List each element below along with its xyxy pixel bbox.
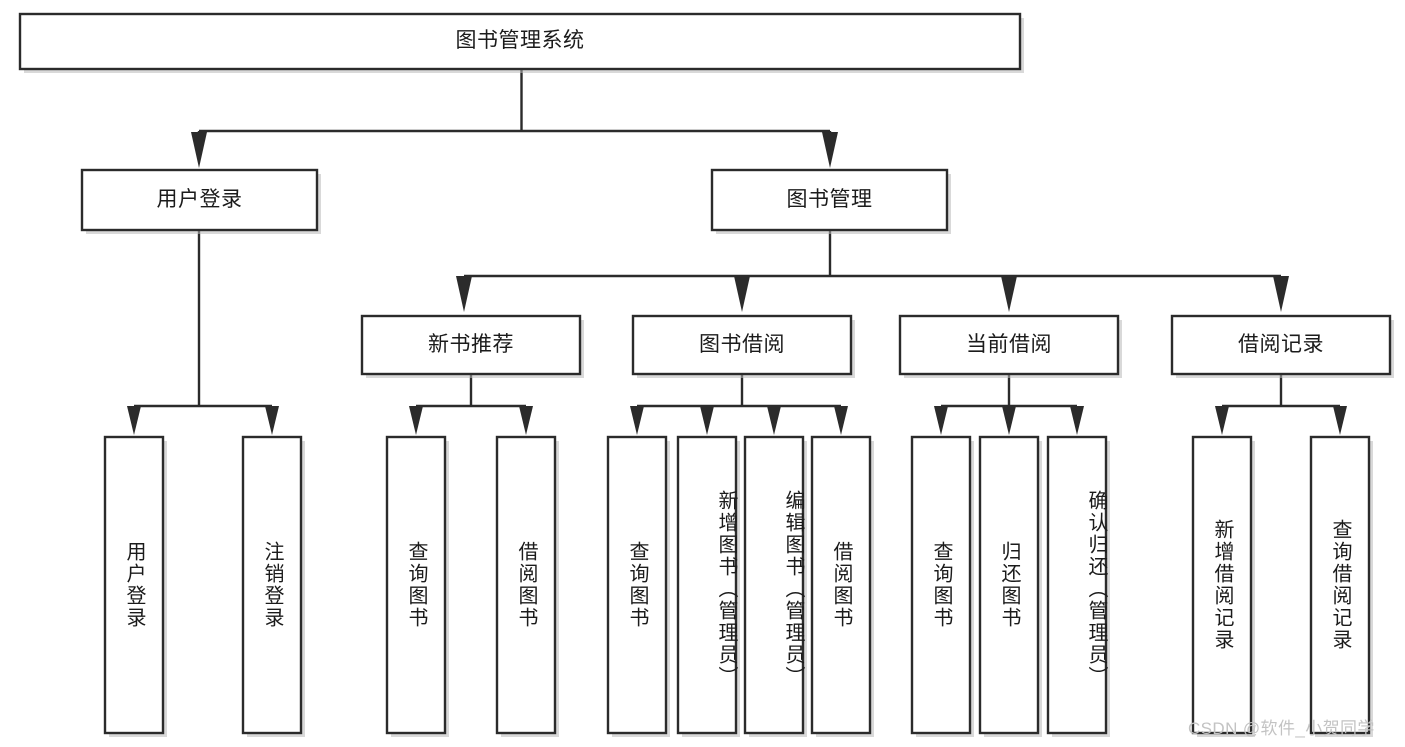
arrow-borrow-record-2-icon [1333,406,1347,435]
arrow-user-login-2-icon [265,406,279,435]
connector-group-root [191,69,838,168]
connector-group-book-borrow [630,375,848,435]
connector-group-current-borrow [934,375,1084,435]
leaf-edit-book-box[interactable] [743,435,805,735]
arrow-current-borrow-3-icon [1070,406,1084,435]
borrow-record-box[interactable] [1170,314,1392,376]
new-book-recommend-box[interactable] [360,314,582,376]
leaf-user-login-box[interactable] [103,435,165,735]
current-borrow-box[interactable] [898,314,1120,376]
user-login-box[interactable] [80,168,319,232]
arrow-current-borrow-1-icon [934,406,948,435]
connector-group-borrow-record [1215,375,1347,435]
leaf-add-record-box[interactable] [1191,435,1253,735]
connector-group-user-login [127,231,279,435]
arrow-borrow-record-1-icon [1215,406,1229,435]
leaf-borrow-book-2-box[interactable] [810,435,872,735]
leaf-borrow-book-1-box[interactable] [495,435,557,735]
arrow-bm-to-book-borrow-icon [734,276,750,312]
arrow-book-borrow-2-icon [700,406,714,435]
arrow-book-borrow-1-icon [630,406,644,435]
connector-group-new-book-recommend [409,375,533,435]
arrow-book-borrow-3-icon [767,406,781,435]
leaf-confirm-return-box[interactable] [1046,435,1108,735]
leaf-add-book-box[interactable] [676,435,738,735]
arrow-book-borrow-4-icon [834,406,848,435]
root-box[interactable] [18,12,1022,71]
leaf-query-book-2-box[interactable] [606,435,668,735]
arrow-user-login-1-icon [127,406,141,435]
book-management-box[interactable] [710,168,949,232]
arrow-root-to-user-login-icon [191,132,207,168]
leaf-logout-login-box[interactable] [241,435,303,735]
leaf-query-book-3-box[interactable] [910,435,972,735]
arrow-bm-to-new-book-icon [456,276,472,312]
arrow-new-book-1-icon [409,406,423,435]
leaf-query-record-box[interactable] [1309,435,1371,735]
arrow-current-borrow-2-icon [1002,406,1016,435]
leaf-query-book-1-box[interactable] [385,435,447,735]
arrow-bm-to-borrow-record-icon [1273,276,1289,312]
csdn-watermark: CSDN @软件_小贺同学 [1188,719,1375,738]
arrow-root-to-book-management-icon [822,132,838,168]
arrow-new-book-2-icon [519,406,533,435]
arrow-bm-to-current-borrow-icon [1001,276,1017,312]
book-borrow-box[interactable] [631,314,853,376]
leaf-return-book-box[interactable] [978,435,1040,735]
connector-group-book-management [456,231,1289,312]
